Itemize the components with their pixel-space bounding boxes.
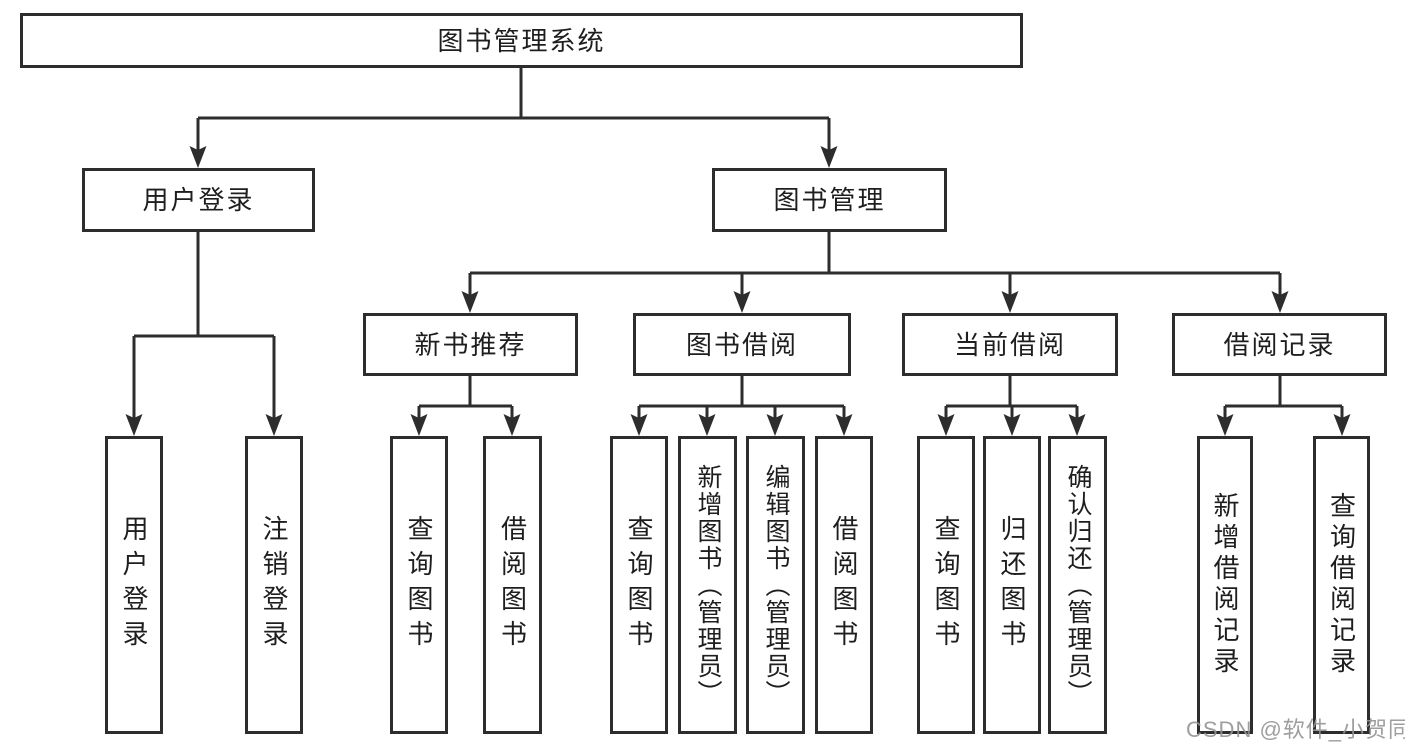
node-book-borrowing-label: 图书借阅	[685, 329, 798, 360]
node-borrowing-records-label: 借阅记录	[1223, 329, 1336, 360]
connector-root-to-level2	[189, 68, 838, 168]
leaf-logout-label: 注销登录	[259, 515, 289, 655]
leaf-borrowing-borrow-books-label: 借阅图书	[829, 515, 859, 655]
connector-user-login-to-leaves	[125, 232, 283, 436]
node-library-system: 图书管理系统	[20, 13, 1023, 68]
leaf-recommend-borrow-books: 借阅图书	[483, 436, 542, 734]
leaf-borrowing-borrow-books: 借阅图书	[815, 436, 873, 734]
node-book-management-label: 图书管理	[773, 185, 886, 215]
leaf-edit-books-admin-label: 编辑图书（管理员）	[762, 463, 790, 707]
leaf-borrowing-query-books-label: 查询图书	[624, 515, 654, 655]
leaf-recommend-borrow-books-label: 借阅图书	[497, 515, 528, 655]
node-current-borrowing: 当前借阅	[902, 313, 1118, 376]
leaf-recommend-query-books-label: 查询图书	[404, 515, 434, 655]
leaf-confirm-return-admin-label: 确认归还（管理员）	[1064, 463, 1092, 707]
leaf-return-books: 归还图书	[983, 436, 1041, 734]
leaf-add-borrow-record-label: 新增借阅记录	[1210, 492, 1240, 678]
leaf-query-borrow-record-label: 查询借阅记录	[1326, 492, 1357, 678]
leaf-current-query-books: 查询图书	[917, 436, 975, 734]
node-new-book-recommend: 新书推荐	[363, 313, 578, 376]
leaf-add-borrow-record: 新增借阅记录	[1197, 436, 1253, 734]
node-user-login-label: 用户登录	[142, 185, 255, 215]
node-library-system-label: 图书管理系统	[437, 25, 606, 56]
leaf-query-borrow-record: 查询借阅记录	[1313, 436, 1370, 734]
node-book-management: 图书管理	[712, 168, 947, 232]
csdn-watermark: CSDN @软件_小贺同学	[1186, 717, 1405, 742]
node-book-borrowing: 图书借阅	[633, 313, 851, 376]
connector-book-management-to-level3	[461, 232, 1289, 313]
leaf-user-login-label: 用户登录	[119, 515, 149, 655]
leaf-user-login: 用户登录	[105, 436, 163, 734]
connector-current-borrowing-to-leaves	[937, 376, 1086, 436]
leaf-edit-books-admin: 编辑图书（管理员）	[746, 436, 805, 734]
leaf-logout: 注销登录	[245, 436, 303, 734]
leaf-add-books-admin: 新增图书（管理员）	[678, 436, 737, 734]
node-user-login: 用户登录	[82, 168, 315, 232]
node-new-book-recommend-label: 新书推荐	[414, 329, 527, 360]
connector-book-borrowing-to-leaves	[630, 376, 853, 436]
leaf-confirm-return-admin: 确认归还（管理员）	[1048, 436, 1107, 734]
leaf-current-query-books-label: 查询图书	[931, 515, 961, 655]
leaf-return-books-label: 归还图书	[997, 515, 1027, 655]
leaf-add-books-admin-label: 新增图书（管理员）	[694, 463, 722, 707]
leaf-borrowing-query-books: 查询图书	[610, 436, 668, 734]
node-current-borrowing-label: 当前借阅	[953, 329, 1066, 360]
leaf-recommend-query-books: 查询图书	[390, 436, 448, 734]
connector-borrowing-records-to-leaves	[1216, 376, 1351, 436]
node-borrowing-records: 借阅记录	[1172, 313, 1387, 376]
connector-new-book-recommend-to-leaves	[410, 376, 521, 436]
